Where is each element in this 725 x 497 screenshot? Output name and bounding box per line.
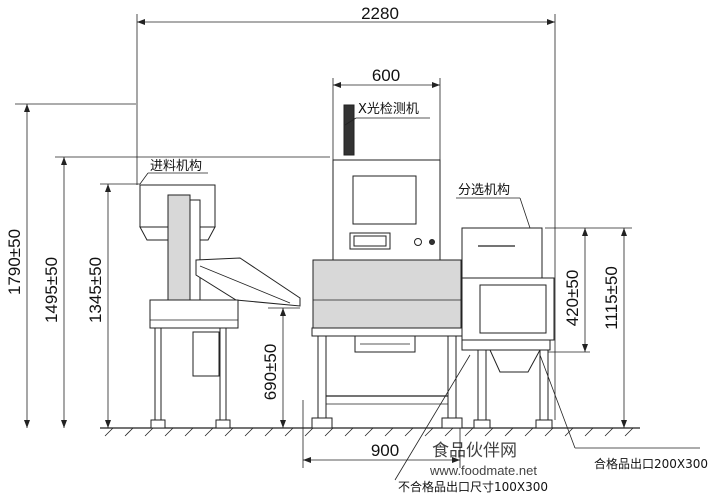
watermark-cn: 食品伙伴网 [432,441,517,461]
feed-mechanism [139,184,301,429]
floor-line [100,427,640,437]
dimension-420: 420±50 [540,228,590,353]
dimension-1115: 1115±50 [545,227,632,428]
dimension-1495: 1495±50 [42,156,330,428]
dimension-1345-label: 1345±50 [86,257,105,323]
dimension-600: 600 [332,66,441,160]
dimension-1790-label: 1790±50 [5,229,24,295]
dimension-1790: 1790±50 [5,103,136,428]
label-unqualified-outlet: 不合格品出口尺寸100X300 [398,479,548,494]
dimension-1115-label: 1115±50 [602,266,621,330]
dimension-420-label: 420±50 [563,270,582,327]
watermark-url: www.foodmate.net [429,463,537,478]
label-xray-machine: X光检测机 [358,102,419,117]
dimension-1345: 1345±50 [86,183,140,428]
xray-screen [352,175,417,225]
dimension-690-label: 690±50 [261,344,280,401]
xray-machine [311,104,463,429]
dimension-900: 900 [302,400,461,468]
label-sorting-mechanism: 分选机构 [458,183,510,198]
label-feed-mechanism: 进料机构 [150,159,202,174]
sorting-mechanism [461,227,555,429]
dimension-900-label: 900 [371,441,399,460]
dimension-600-label: 600 [372,66,400,85]
dimension-690: 690±50 [261,307,300,428]
label-qualified-outlet: 合格品出口200X300 [594,456,708,471]
dimension-1495-label: 1495±50 [42,257,61,323]
dimension-2280-label: 2280 [361,4,399,23]
callout-leaders [139,117,700,481]
